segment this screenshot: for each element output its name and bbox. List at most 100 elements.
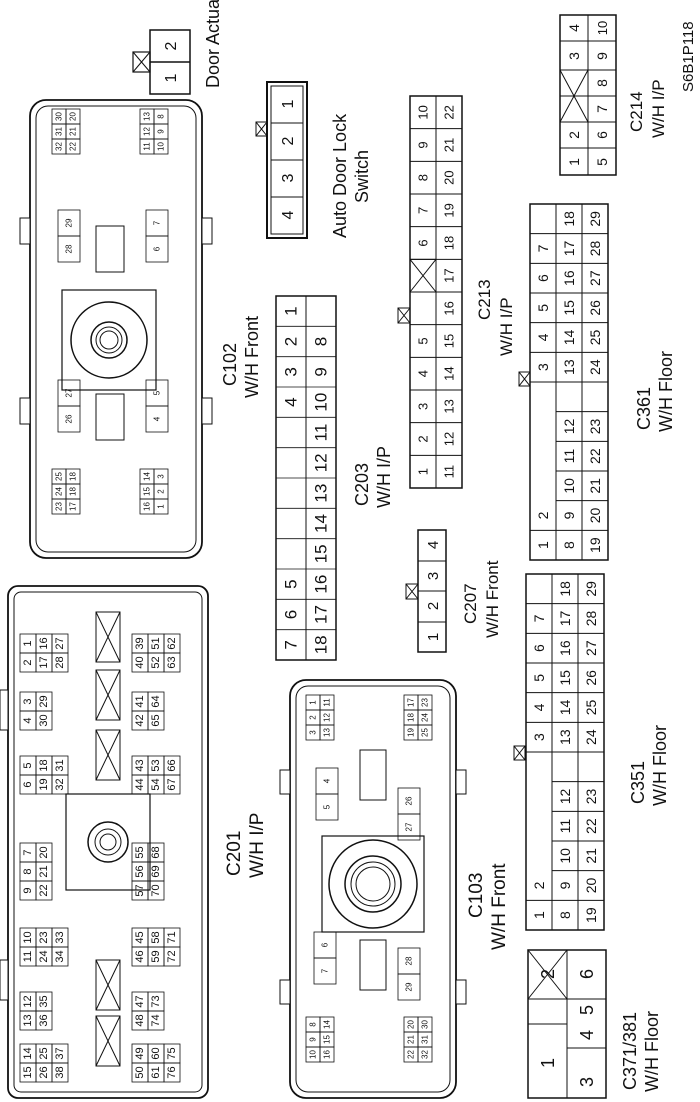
pin-label: 2 <box>280 136 297 145</box>
auto-door-lock-switch-connector: 1 2 3 4 Auto Door Lock Switch <box>255 81 372 239</box>
pin-label: 4 <box>535 333 551 341</box>
connector-label: W/H Floor <box>656 351 676 432</box>
pin-label: 32 <box>55 142 64 151</box>
pin-label: 23 <box>38 931 50 943</box>
cavity-block: 76 <box>313 931 337 985</box>
pin-label: 23 <box>55 502 64 511</box>
pin-label: 11 <box>22 951 34 962</box>
blanked-cavity <box>95 611 121 663</box>
pin-label: 9 <box>309 1037 318 1042</box>
pin-label: 62 <box>166 637 178 649</box>
pin-label: 73 <box>150 995 162 1007</box>
pin-label: 59 <box>150 950 162 962</box>
connector-label: W/H I/P <box>497 297 516 356</box>
connector-label: W/H Front <box>483 560 502 638</box>
pin-label: 4 <box>323 778 332 783</box>
lock-tab <box>255 121 268 137</box>
pin-label: 42 <box>134 714 146 726</box>
pin-label: 46 <box>134 950 146 962</box>
pin-label: 21 <box>38 865 50 877</box>
pin-label: 30 <box>55 112 64 121</box>
pin-label: 6 <box>153 246 162 251</box>
pin-label: 13 <box>312 484 331 503</box>
pin-label: 16 <box>442 301 457 315</box>
pin-label: 29 <box>587 211 603 227</box>
pin-label: 64 <box>150 695 162 707</box>
pin-label: 52 <box>150 656 162 668</box>
pin-label: 24 <box>587 359 603 375</box>
pin-label: 45 <box>134 931 146 943</box>
pin-label: 21 <box>407 1035 416 1044</box>
pin-label: 18 <box>557 581 573 597</box>
pin-label: 6 <box>22 781 34 787</box>
pin-label: 17 <box>442 268 457 282</box>
pin-label: 1 <box>282 306 301 315</box>
pin-label: 19 <box>407 728 416 737</box>
pin-label: 2 <box>163 41 180 50</box>
blanked-cavity <box>95 959 121 1011</box>
pin-label: 15 <box>561 300 577 316</box>
pin-label: 2 <box>22 659 34 665</box>
pin-label: 17 <box>38 656 50 668</box>
pin-label: 36 <box>38 1014 50 1026</box>
c102-cavity-blocks: 3231302221201112131098282967262745232425… <box>51 108 169 515</box>
pin-label: 17 <box>312 605 331 624</box>
lock-tab <box>513 745 526 761</box>
pin-label: 5 <box>153 390 162 395</box>
pin-label: 12 <box>557 789 573 805</box>
pin-label: 2 <box>425 602 442 610</box>
pin-label: 13 <box>442 399 457 413</box>
pin-label: 23 <box>583 789 599 805</box>
pin-label: 25 <box>55 472 64 481</box>
c361-connector: 1234567891011121314151617181920212223242… <box>518 203 676 561</box>
pin-label: 22 <box>69 142 78 151</box>
connector-label: W/H I/P <box>374 446 394 508</box>
pin-label: 23 <box>421 698 430 707</box>
pin-label: 61 <box>150 1066 162 1078</box>
pin-label: 44 <box>134 778 146 790</box>
pin-label: 24 <box>55 487 64 496</box>
pin-label: 26 <box>65 414 74 423</box>
pin-label: 12 <box>143 127 152 136</box>
pin-label: 65 <box>150 714 162 726</box>
connector-label: C214 <box>627 91 646 132</box>
pin-label: 6 <box>321 942 330 947</box>
cavity-block: 45 <box>145 379 169 433</box>
pin-label: 7 <box>531 614 547 622</box>
pin-label: 10 <box>312 393 331 412</box>
pin-label: 8 <box>557 911 573 919</box>
pin-label: 4 <box>566 24 582 32</box>
pin-label: 25 <box>587 330 603 346</box>
pin-label: 4 <box>282 397 301 406</box>
pin-label: 15 <box>557 670 573 686</box>
pin-label: 50 <box>134 1066 146 1078</box>
pin-label: 19 <box>38 778 50 790</box>
pin-label: 11 <box>323 698 332 707</box>
pin-label: 67 <box>166 778 178 790</box>
connector-label: C207 <box>461 583 480 624</box>
pin-label: 12 <box>22 995 34 1007</box>
pin-label: 3 <box>309 730 318 735</box>
pin-label: 43 <box>134 759 146 771</box>
blanked-cavity <box>95 729 121 781</box>
pin-label: 20 <box>587 508 603 524</box>
pin-label: 56 <box>134 865 146 877</box>
pin-label: 18 <box>407 713 416 722</box>
pin-label: 8 <box>594 79 610 87</box>
door-actuator-lock-tab <box>132 51 151 73</box>
pin-label: 39 <box>134 637 146 649</box>
c361-cavity-grid: 1234567891011121314151617181920212223242… <box>529 203 609 561</box>
